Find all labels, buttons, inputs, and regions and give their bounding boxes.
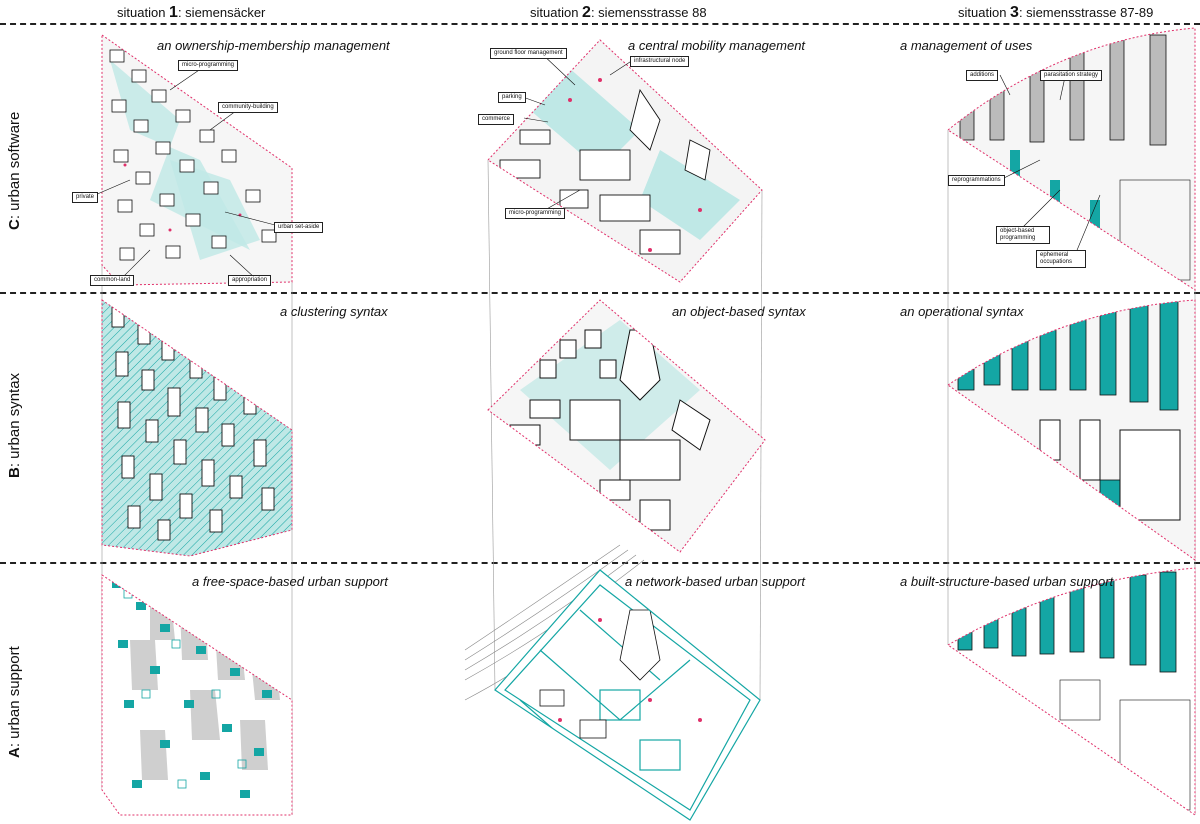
site-boundary xyxy=(101,34,293,286)
heading-number: 3 xyxy=(1010,4,1019,21)
tag-urban-set-aside: urban set-aside xyxy=(274,222,324,233)
tag-ground-floor-management: ground floor management xyxy=(490,48,567,59)
caption-a2: a network-based urban support xyxy=(625,574,805,589)
column-heading-2: situation 2: siemensstrasse 88 xyxy=(530,4,707,22)
tag-parking: parking xyxy=(498,92,526,103)
site-boundary xyxy=(487,299,766,553)
caption-a1: a free-space-based urban support xyxy=(192,574,388,589)
tag-object-based-programming: object-based programming xyxy=(996,226,1050,244)
plan-b2 xyxy=(488,300,765,552)
tag-ephemeral-occupations: ephemeral occupations xyxy=(1036,250,1086,268)
caption-b3: an operational syntax xyxy=(900,304,1024,319)
heading-prefix: situation xyxy=(117,5,170,20)
row-divider-top xyxy=(0,23,1200,25)
plan-b3 xyxy=(948,300,1195,560)
tag-parasitation-strategy: parasitation strategy xyxy=(1040,70,1103,81)
site-boundary xyxy=(947,27,1196,291)
column-heading-1: situation 1: siemensäcker xyxy=(117,4,265,22)
plan-a1 xyxy=(102,575,292,815)
heading-suffix: : siemensäcker xyxy=(177,5,266,20)
plan-a3 xyxy=(948,568,1195,815)
heading-suffix: : siemensstrasse 88 xyxy=(590,5,707,20)
plan-a2 xyxy=(495,570,760,820)
tag-micro-programming-2: micro-programming xyxy=(505,208,566,219)
tag-community-building: community-building xyxy=(218,102,278,113)
caption-c1: an ownership-membership management xyxy=(157,38,390,53)
row-divider-c-b xyxy=(0,292,1200,294)
site-boundary xyxy=(101,299,293,557)
tag-reprogrammations: reprogrammations xyxy=(948,175,1005,186)
caption-c3: a management of uses xyxy=(900,38,1033,53)
site-boundary xyxy=(487,39,763,283)
caption-a3: a built-structure-based urban support xyxy=(900,574,1114,589)
caption-b1: a clustering syntax xyxy=(280,304,388,319)
site-boundary xyxy=(947,299,1196,561)
caption-b2: an object-based syntax xyxy=(672,304,806,319)
caption-c2: a central mobility management xyxy=(628,38,806,53)
site-boundary xyxy=(494,569,761,821)
heading-prefix: situation xyxy=(958,5,1011,20)
tag-additions: additions xyxy=(966,70,999,81)
heading-number: 1 xyxy=(169,4,178,21)
heading-suffix: : siemensstrasse 87-89 xyxy=(1018,5,1154,20)
site-boundary xyxy=(947,567,1196,816)
tag-infrastructural-node: infrastructural node xyxy=(630,56,690,67)
tag-micro-programming: micro-programming xyxy=(178,60,239,71)
tag-appropriation: appropriation xyxy=(228,275,272,286)
plan-b1 xyxy=(102,300,292,556)
tag-common-land: common-land xyxy=(90,275,135,286)
site-boundary xyxy=(101,574,293,816)
heading-prefix: situation xyxy=(530,5,583,20)
heading-number: 2 xyxy=(582,4,591,21)
column-heading-3: situation 3: siemensstrasse 87-89 xyxy=(958,4,1153,22)
row-divider-b-a xyxy=(0,562,1200,564)
tag-private: private xyxy=(72,192,99,203)
tag-commerce: commerce xyxy=(478,114,515,125)
